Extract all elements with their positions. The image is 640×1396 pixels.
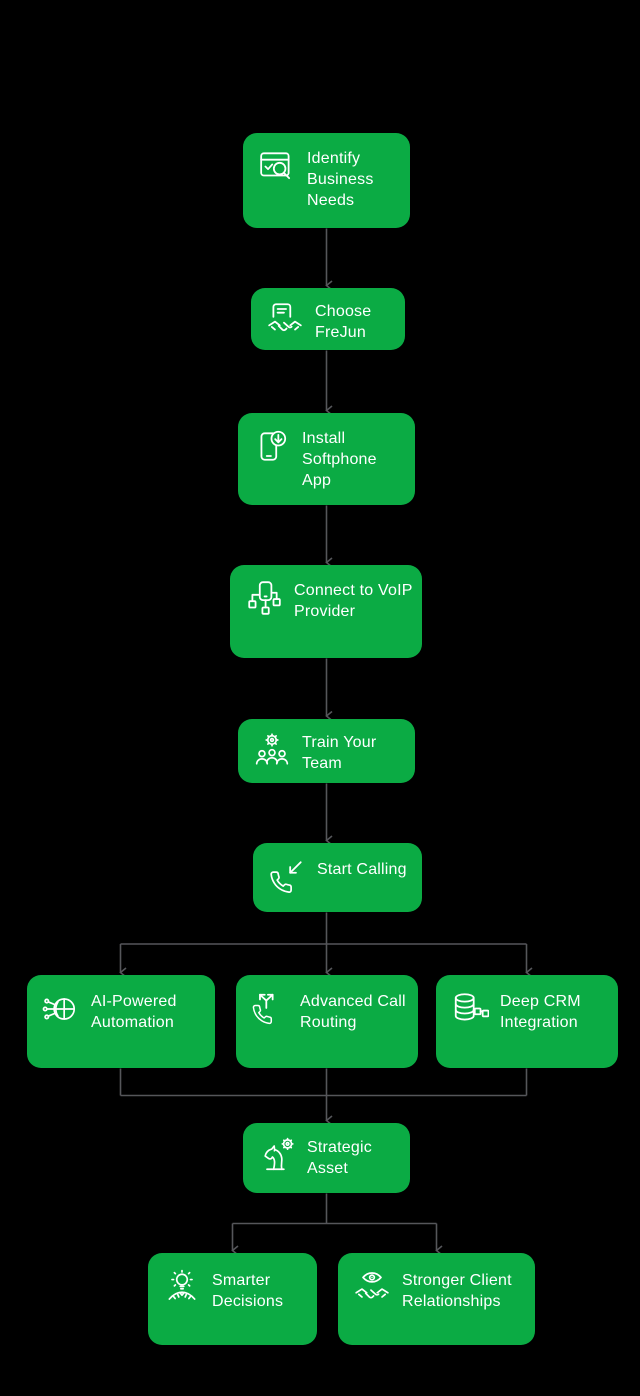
flow-node-choose-frejun: Choose FreJun <box>251 288 405 350</box>
flow-node-install-softphone-app: Install Softphone App <box>238 413 415 505</box>
flow-node-label: Connect to VoIP Provider <box>294 582 413 620</box>
flow-node-stronger-client-relationships: Stronger Client Relationships <box>338 1253 535 1345</box>
database-integration-icon <box>451 990 489 1028</box>
flow-node-label: Install Softphone App <box>302 430 377 489</box>
flow-node-label: Train Your Team <box>302 734 377 772</box>
flow-node-deep-crm-integration: Deep CRM Integration <box>436 975 618 1068</box>
call-routing-icon <box>251 990 289 1028</box>
flow-node-label: Smarter Decisions <box>212 1272 284 1310</box>
team-gear-icon <box>253 731 291 769</box>
ai-circuit-icon <box>42 990 80 1028</box>
idea-person-icon <box>163 1269 201 1307</box>
flow-node-label: Identify Business Needs <box>307 150 374 209</box>
flow-node-label: Deep CRM Integration <box>500 993 581 1031</box>
flow-node-identify-business-needs: Identify Business Needs <box>243 133 410 228</box>
flow-node-start-calling: Start Calling <box>253 843 422 912</box>
flow-node-smarter-decisions: Smarter Decisions <box>148 1253 317 1345</box>
browser-search-icon <box>258 147 296 185</box>
flow-node-strategic-asset: Strategic Asset <box>243 1123 410 1193</box>
phone-incoming-icon <box>268 858 306 896</box>
phone-download-icon <box>253 427 291 465</box>
flow-node-label: Strategic Asset <box>307 1139 372 1177</box>
flow-node-label: Stronger Client Relationships <box>402 1272 512 1310</box>
eye-handshake-icon <box>353 1269 391 1307</box>
flow-node-label: AI-Powered Automation <box>91 993 177 1031</box>
contract-handshake-icon <box>266 300 304 338</box>
knight-gear-icon <box>258 1136 296 1174</box>
flow-node-train-your-team: Train Your Team <box>238 719 415 783</box>
flow-node-advanced-call-routing: Advanced Call Routing <box>236 975 418 1068</box>
device-network-icon <box>245 579 283 617</box>
flow-node-ai-powered-automation: AI-Powered Automation <box>27 975 215 1068</box>
flow-node-label: Start Calling <box>317 861 407 878</box>
flow-node-label: Advanced Call Routing <box>300 993 406 1031</box>
flow-node-connect-to-voip-provider: Connect to VoIP Provider <box>230 565 422 658</box>
flow-node-label: Choose FreJun <box>315 303 372 341</box>
